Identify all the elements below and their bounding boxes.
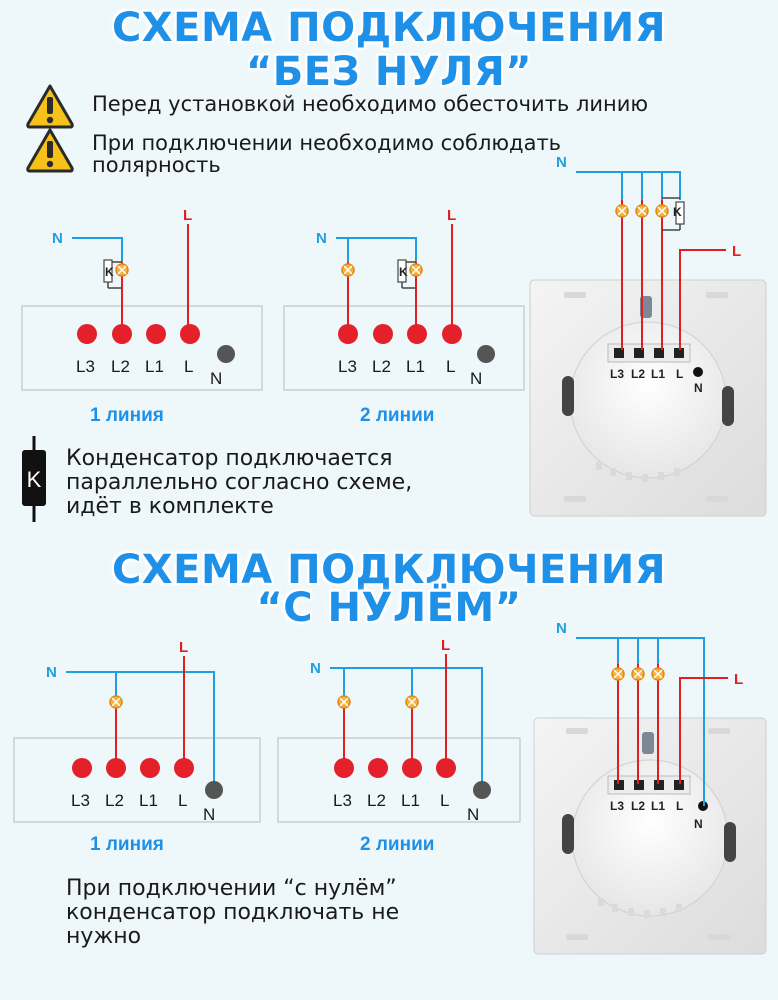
capacitor-label: K: [105, 265, 114, 279]
device-terminal-l3: L3: [610, 799, 624, 813]
warning-icon: [26, 128, 74, 173]
title-top-line1: СХЕМА ПОДКЛЮЧЕНИЯ: [111, 5, 667, 51]
device-terminal-l1: L1: [651, 799, 665, 813]
wire-label-n: N: [556, 154, 567, 171]
neutral-note-line-1: При подключении “с нулём”: [66, 876, 397, 901]
wire-label-n: N: [316, 230, 327, 247]
terminal-label-l3: L3: [76, 357, 95, 376]
terminal-label-l3: L3: [71, 791, 90, 810]
terminal-label-l: L: [446, 357, 455, 376]
terminal-label-n: N: [203, 805, 215, 824]
terminal-label-l: L: [440, 791, 449, 810]
terminal-label-l2: L2: [111, 357, 130, 376]
device-terminal-n: N: [694, 381, 703, 395]
capacitor-label: K: [673, 205, 682, 219]
schema-neutral-2-lines: [277, 654, 521, 823]
wire-label-l: L: [441, 637, 450, 654]
caption-2-lines: 2 линии: [360, 834, 434, 855]
device-terminal-l: L: [676, 799, 683, 813]
device-terminal-l2: L2: [631, 799, 645, 813]
caption-2-lines: 2 линии: [360, 405, 434, 426]
neutral-note: При подключении “с нулём” конденсатор по…: [66, 877, 399, 949]
title-top-line2: “БЕЗ НУЛЯ”: [245, 49, 533, 95]
schema-neutral-1-line: [13, 656, 261, 823]
wire-label-n: N: [52, 230, 63, 247]
wire-label-n: N: [556, 620, 567, 637]
terminal-label-n: N: [470, 369, 482, 388]
device-terminal-l2: L2: [631, 367, 645, 381]
wire-label-l: L: [732, 243, 741, 260]
terminal-label-l1: L1: [406, 357, 425, 376]
terminal-label-l: L: [184, 357, 193, 376]
wire-label-l: L: [183, 207, 192, 224]
wire-label-n: N: [310, 660, 321, 677]
terminal-label-l: L: [178, 791, 187, 810]
schema-no-neutral-1-line: [21, 224, 263, 391]
device-terminal-l1: L1: [651, 367, 665, 381]
capacitor-label: K: [399, 265, 408, 279]
caption-1-line: 1 линия: [90, 834, 164, 855]
wire-label-l: L: [179, 639, 188, 656]
wire-label-l: L: [447, 207, 456, 224]
wire-label-n: N: [46, 664, 57, 681]
terminal-label-l1: L1: [139, 791, 158, 810]
switch-device-bottom: [533, 637, 767, 955]
capacitor-note-line-2: параллельно согласно схеме,: [66, 470, 413, 495]
capacitor-symbol-icon: K: [22, 436, 46, 522]
title-bottom-line2: “С НУЛЁМ”: [256, 585, 522, 631]
device-terminal-n: N: [694, 817, 703, 831]
wire-label-l: L: [734, 671, 743, 688]
terminal-label-l1: L1: [145, 357, 164, 376]
terminal-label-l2: L2: [372, 357, 391, 376]
capacitor-note-line-1: Конденсатор подключается: [66, 446, 393, 471]
title-bottom-line1: СХЕМА ПОДКЛЮЧЕНИЯ: [111, 547, 667, 593]
warning-icon: [26, 84, 74, 129]
terminal-label-l1: L1: [401, 791, 420, 810]
switch-device-top: [529, 171, 767, 517]
device-terminal-l: L: [676, 367, 683, 381]
device-terminal-l3: L3: [610, 367, 624, 381]
warning-text-1: Перед установкой необходимо обесточить л…: [92, 92, 649, 116]
neutral-note-line-2: конденсатор подключать не: [66, 900, 400, 925]
warning-text-2: При подключении необходимо соблюдать пол…: [92, 131, 562, 177]
terminal-label-l2: L2: [367, 791, 386, 810]
terminal-label-l3: L3: [338, 357, 357, 376]
terminal-label-l2: L2: [105, 791, 124, 810]
neutral-note-line-3: нужно: [66, 924, 142, 949]
terminal-label-n: N: [210, 369, 222, 388]
terminal-label-l3: L3: [333, 791, 352, 810]
capacitor-note: Конденсатор подключается параллельно сог…: [66, 447, 412, 519]
caption-1-line: 1 линия: [90, 405, 164, 426]
capacitor-symbol-letter: K: [27, 467, 42, 492]
terminal-label-n: N: [467, 805, 479, 824]
schema-no-neutral-2-lines: [283, 224, 525, 391]
capacitor-note-line-3: идёт в комплекте: [66, 494, 274, 519]
